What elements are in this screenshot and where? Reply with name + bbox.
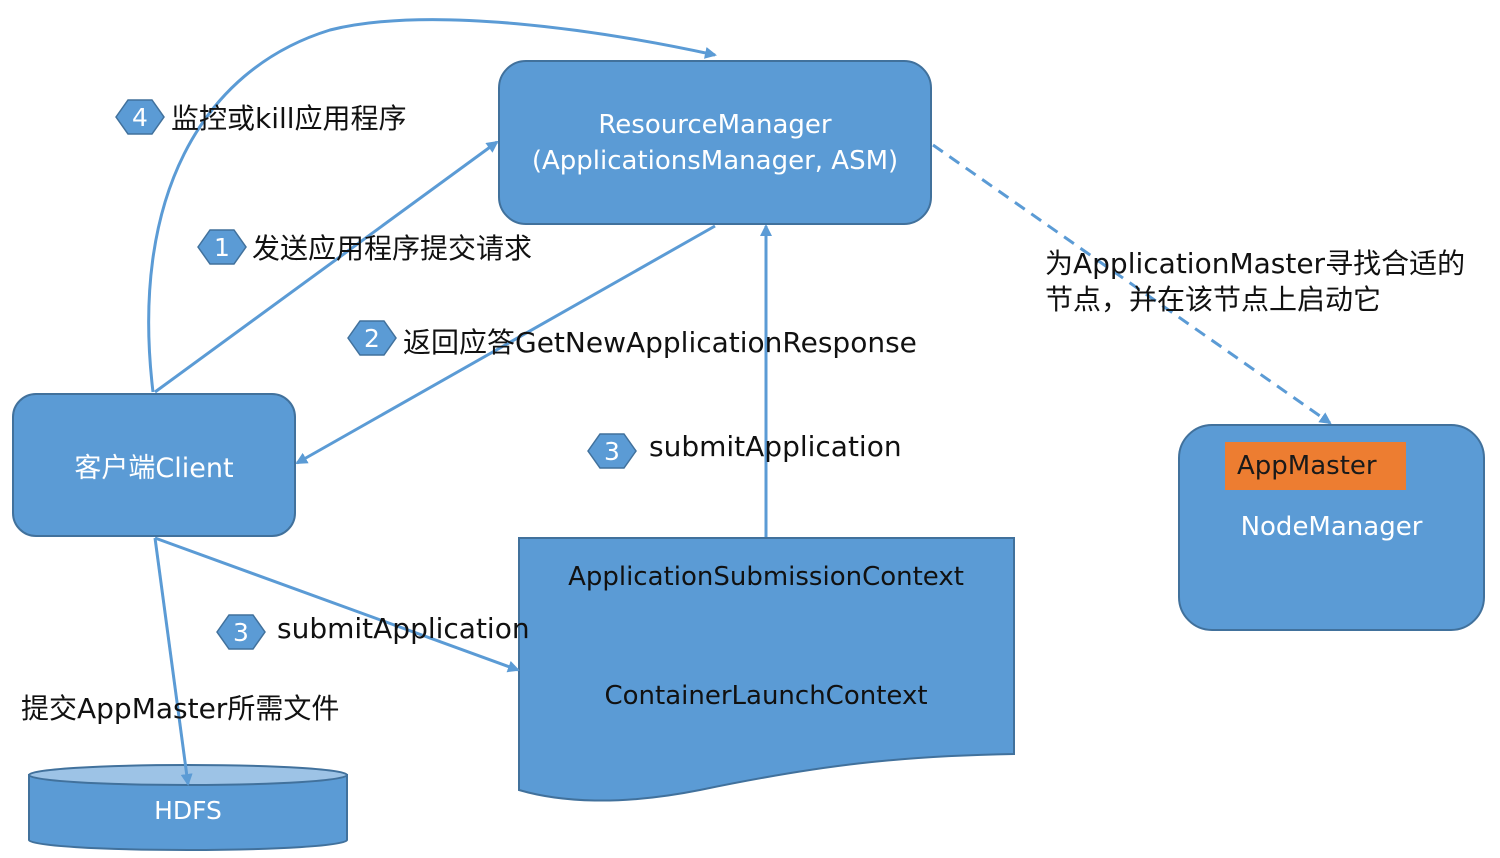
find-node-note: 为ApplicationMaster寻找合适的 节点，并在该节点上启动它 bbox=[1045, 246, 1465, 318]
client-label: 客户端Client bbox=[74, 452, 234, 484]
resource-manager-node: ResourceManager (ApplicationsManager, AS… bbox=[498, 60, 932, 225]
node-manager-label: NodeManager bbox=[1240, 512, 1423, 542]
step3-bottom-number: 3 bbox=[233, 617, 249, 647]
step3-top-number: 3 bbox=[604, 436, 620, 466]
submission-context-label: ApplicationSubmissionContext bbox=[568, 562, 964, 592]
find-node-note-line1: 为ApplicationMaster寻找合适的 bbox=[1045, 247, 1466, 280]
arrow-launch-appmaster bbox=[932, 143, 1332, 425]
step3-top-badge-icon bbox=[587, 433, 637, 469]
step1-label: 发送应用程序提交请求 bbox=[252, 232, 533, 265]
arrow-response bbox=[295, 224, 716, 465]
arrow-submit-request bbox=[154, 140, 499, 394]
submission-context-shape bbox=[518, 537, 1015, 802]
app-master-box: AppMaster bbox=[1225, 442, 1406, 490]
resource-manager-title: ResourceManager bbox=[598, 109, 832, 140]
node-manager-node: AppMaster NodeManager bbox=[1178, 424, 1485, 631]
step2-number: 2 bbox=[364, 323, 380, 353]
step1-badge-icon bbox=[197, 229, 247, 265]
arrow-upload-hdfs bbox=[153, 537, 193, 786]
hdfs-label: HDFS bbox=[154, 796, 222, 825]
arrow-monitor-kill bbox=[147, 18, 717, 393]
step1-number: 1 bbox=[214, 232, 230, 262]
step3-top-label: submitApplication bbox=[649, 430, 902, 463]
resource-manager-subtitle: (ApplicationsManager, ASM) bbox=[531, 145, 899, 176]
step3-bottom-badge-icon bbox=[216, 614, 266, 650]
find-node-note-line2: 节点，并在该节点上启动它 bbox=[1045, 283, 1382, 316]
container-launch-context-label: ContainerLaunchContext bbox=[604, 681, 928, 711]
step3-bottom-label: submitApplication bbox=[277, 612, 530, 645]
step4-number: 4 bbox=[132, 102, 148, 132]
arrow-submit-application-context bbox=[154, 536, 520, 673]
step2-label: 返回应答GetNewApplicationResponse bbox=[403, 326, 917, 359]
client-node: 客户端Client bbox=[12, 393, 296, 537]
hdfs-upload-note: 提交AppMaster所需文件 bbox=[21, 692, 340, 725]
step4-label: 监控或kill应用程序 bbox=[171, 102, 407, 135]
step2-badge-icon bbox=[347, 320, 397, 356]
step4-badge-icon bbox=[115, 99, 165, 135]
